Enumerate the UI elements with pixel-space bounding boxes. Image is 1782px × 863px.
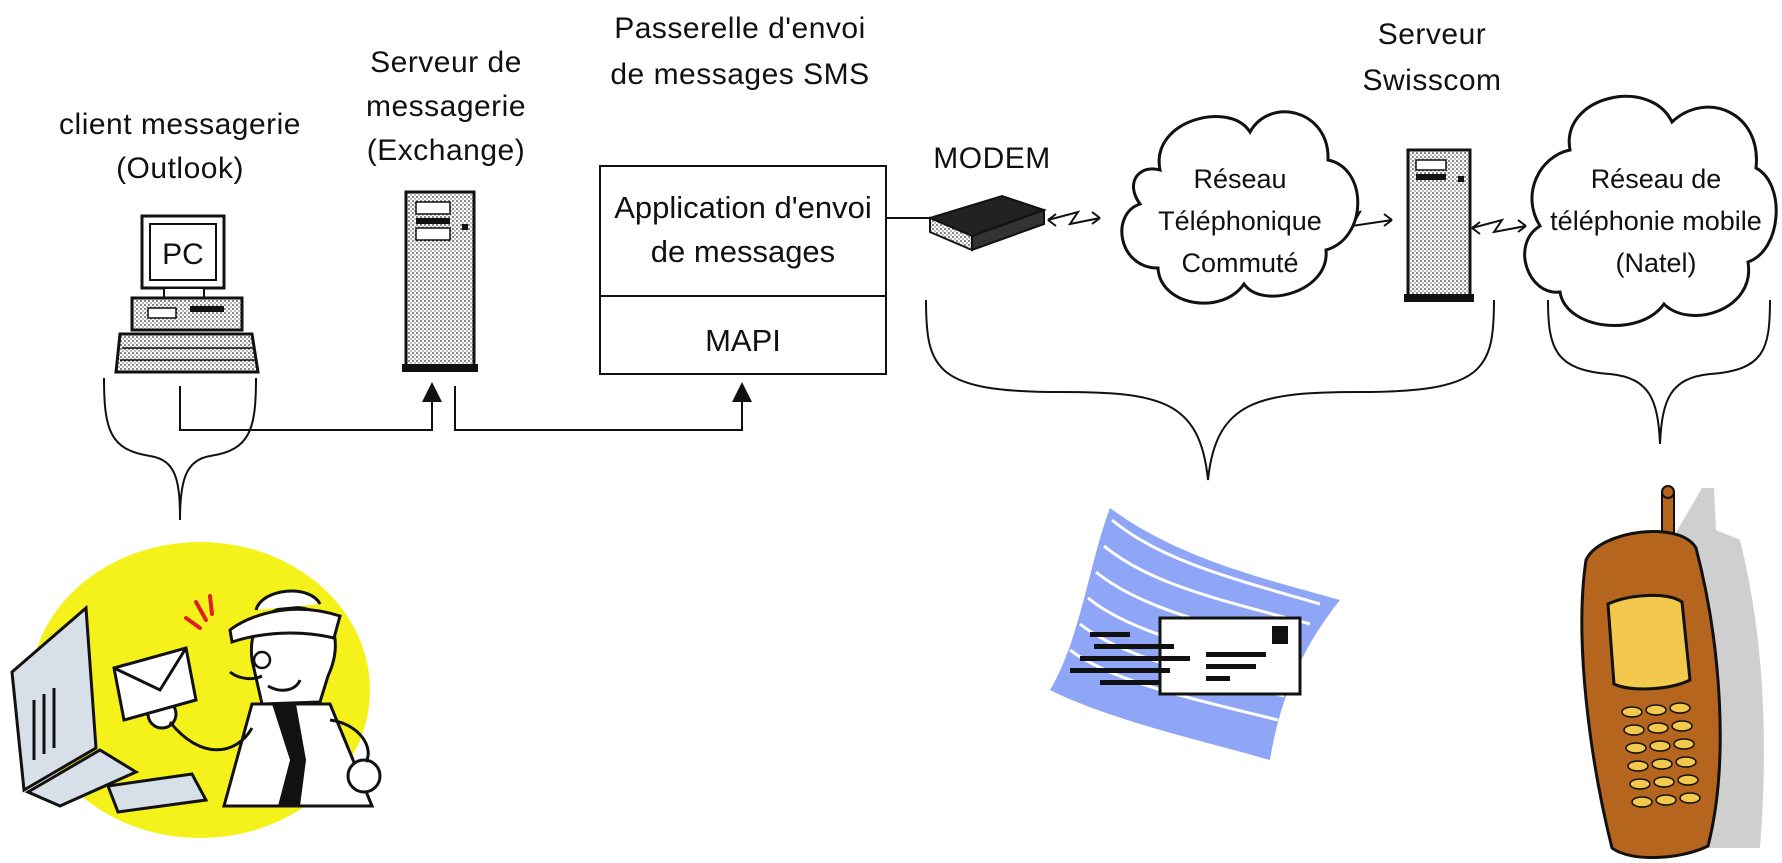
exchange-server-label: Serveur de messagerie (Exchange) bbox=[366, 46, 526, 167]
gateway-stack: Application d'envoi de messages MAPI bbox=[599, 165, 887, 375]
client-brace bbox=[103, 377, 257, 521]
mobile-label-line3: (Natel) bbox=[1615, 248, 1696, 278]
braces bbox=[103, 299, 1771, 521]
exchange-label-line2: messagerie bbox=[366, 90, 526, 123]
gateway-label-line1: Passerelle d'envoi bbox=[614, 12, 866, 45]
pc-computer-icon: PC bbox=[114, 214, 260, 374]
pstn-label-line3: Commuté bbox=[1181, 248, 1298, 278]
client-label: client messagerie (Outlook) bbox=[59, 108, 301, 185]
clipart-envelope-icon bbox=[112, 646, 198, 722]
mobile-phone-clipart bbox=[1580, 485, 1764, 860]
modem-icon bbox=[927, 194, 1048, 252]
clipart-person bbox=[146, 589, 382, 808]
pstn-cloud-icon: Réseau Téléphonique Commuté bbox=[1120, 110, 1360, 305]
application-box bbox=[599, 165, 887, 297]
exchange-label-line1: Serveur de bbox=[370, 46, 522, 79]
exchange-label-line3: (Exchange) bbox=[367, 134, 525, 167]
mobile-label-line2: téléphonie mobile bbox=[1550, 206, 1762, 236]
swisscom-label: Serveur Swisscom bbox=[1362, 18, 1501, 97]
modem-label: MODEM bbox=[933, 142, 1051, 175]
mapi-label: MAPI bbox=[705, 323, 781, 358]
exchange-tower-server-icon bbox=[402, 190, 478, 372]
mapi-box bbox=[599, 295, 887, 375]
phone-body bbox=[1580, 530, 1722, 860]
user-with-envelope-clipart bbox=[10, 542, 382, 838]
application-label-line1: Application d'envoi bbox=[614, 190, 872, 225]
client-label-line1: client messagerie bbox=[59, 108, 301, 141]
flying-envelope-clipart bbox=[1050, 508, 1340, 760]
client-label-line2: (Outlook) bbox=[116, 152, 244, 185]
application-label-line2: de messages bbox=[651, 234, 835, 269]
pstn-label-line1: Réseau bbox=[1193, 164, 1286, 194]
mapi-flow-lines bbox=[179, 382, 752, 431]
swisscom-label-line2: Swisscom bbox=[1362, 64, 1501, 97]
mobile-network-cloud-icon: Réseau de téléphonie mobile (Natel) bbox=[1523, 94, 1778, 327]
gateway-label-line2: de messages SMS bbox=[610, 58, 869, 91]
swisscom-label-line1: Serveur bbox=[1378, 18, 1487, 51]
pc-screen-label: PC bbox=[162, 238, 204, 271]
mobile-brace bbox=[1547, 299, 1771, 445]
alert-marks bbox=[184, 594, 214, 630]
phone-screen bbox=[1606, 593, 1692, 691]
phone-keypad bbox=[1621, 702, 1701, 808]
swisscom-tower-server-icon bbox=[1404, 148, 1474, 302]
clipart-monitor bbox=[10, 604, 209, 814]
mobile-label-line1: Réseau de bbox=[1591, 164, 1722, 194]
gateway-label: Passerelle d'envoi de messages SMS bbox=[610, 12, 869, 91]
network-brace bbox=[925, 299, 1495, 481]
pstn-label-line2: Téléphonique bbox=[1158, 206, 1322, 236]
lightning-link-icon bbox=[1047, 210, 1527, 235]
